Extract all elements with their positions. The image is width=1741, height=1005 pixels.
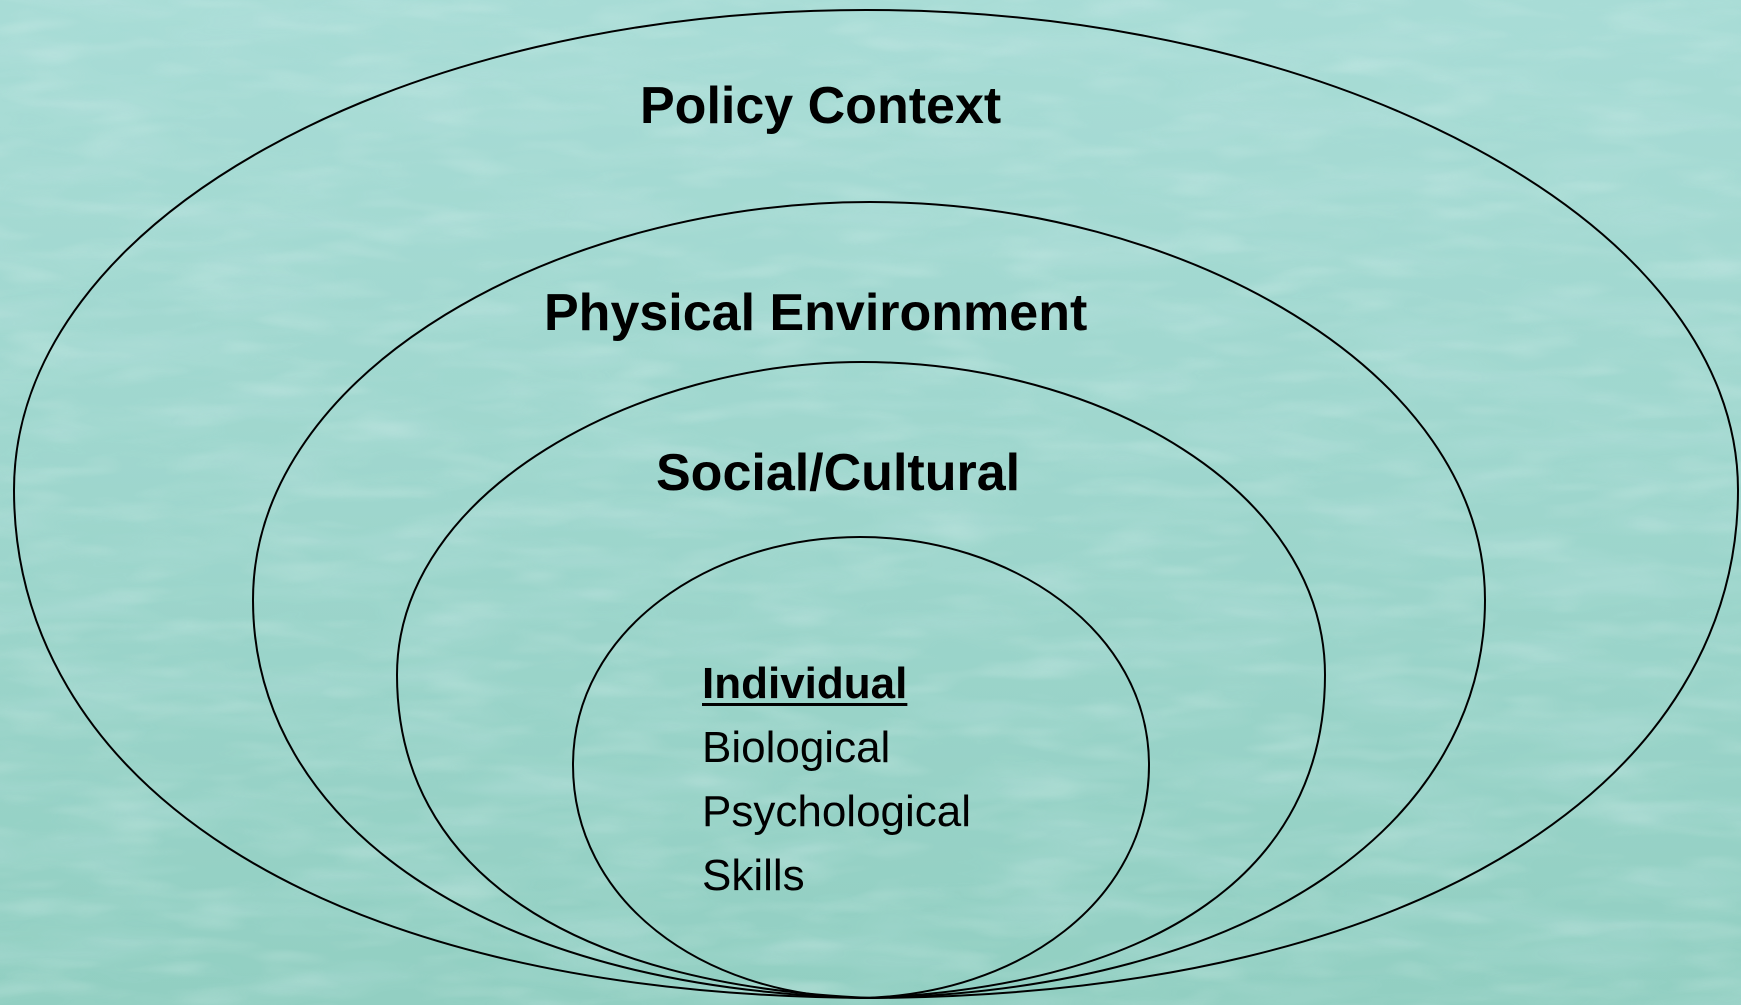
individual-block: Individual Biological Psychological Skil…	[702, 652, 971, 908]
individual-item-skills: Skills	[702, 851, 805, 900]
individual-item-psychological: Psychological	[702, 787, 972, 836]
policy-context-label: Policy Context	[640, 77, 1002, 135]
physical-environment-label: Physical Environment	[544, 284, 1088, 342]
individual-ring	[571, 535, 1151, 1000]
social-cultural-ring	[395, 360, 1327, 1000]
individual-title: Individual	[702, 659, 908, 708]
individual-item-biological: Biological	[702, 723, 891, 772]
policy-context-ring	[12, 8, 1740, 1000]
social-cultural-label: Social/Cultural	[656, 444, 1021, 502]
physical-environment-ring	[251, 200, 1487, 1000]
